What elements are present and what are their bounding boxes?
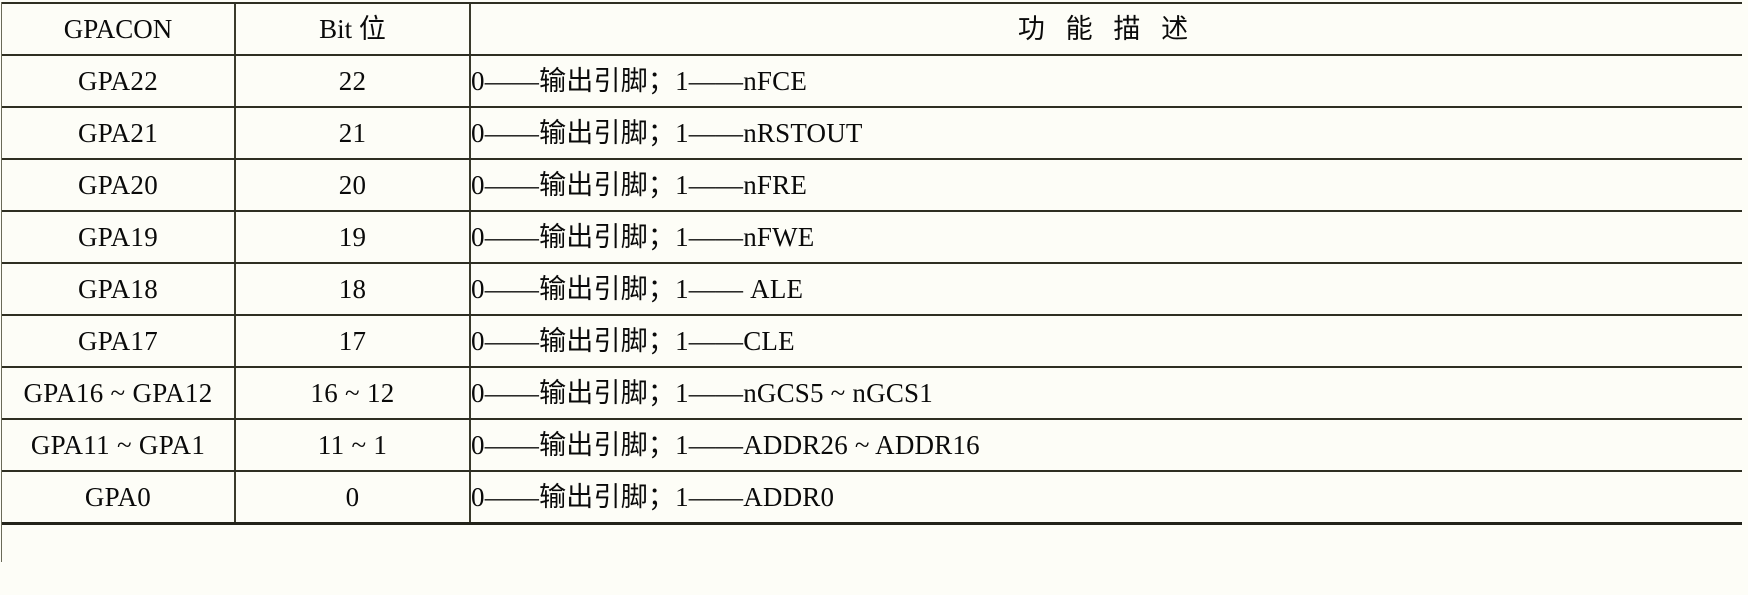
cell-register: GPA22 — [2, 54, 235, 108]
cell-function-description: 0——输出引脚；1——nFRE — [469, 158, 1742, 212]
cell-bit: 11 ~ 1 — [234, 418, 470, 472]
cell-register: GPA18 — [2, 262, 235, 316]
cell-register: GPA11 ~ GPA1 — [2, 418, 235, 472]
cell-bit: 22 — [234, 54, 470, 108]
column-header-function-description: 功 能 描 述 — [469, 2, 1742, 56]
column-header-gpacon: GPACON — [2, 2, 235, 56]
cell-function-description: 0——输出引脚；1——CLE — [469, 314, 1742, 368]
cell-bit: 17 — [234, 314, 470, 368]
cell-function-description: 0——输出引脚；1——ADDR0 — [469, 470, 1742, 525]
cell-bit: 16 ~ 12 — [234, 366, 470, 420]
cell-function-description: 0——输出引脚；1——ADDR26 ~ ADDR16 — [469, 418, 1742, 472]
table-header-row: GPACON Bit 位 功 能 描 述 — [2, 2, 1742, 56]
table-header: GPACON Bit 位 功 能 描 述 — [2, 2, 1742, 56]
cell-bit: 18 — [234, 262, 470, 316]
cell-function-description: 0——输出引脚；1——nFWE — [469, 210, 1742, 264]
cell-function-description: 0——输出引脚；1—— ALE — [469, 262, 1742, 316]
cell-bit: 21 — [234, 106, 470, 160]
cell-function-description: 0——输出引脚；1——nRSTOUT — [469, 106, 1742, 160]
cell-bit: 19 — [234, 210, 470, 264]
cell-bit: 0 — [234, 470, 470, 525]
cell-register: GPA0 — [2, 470, 235, 525]
cell-register: GPA21 — [2, 106, 235, 160]
cell-register: GPA20 — [2, 158, 235, 212]
cell-bit: 20 — [234, 158, 470, 212]
cell-function-description: 0——输出引脚；1——nGCS5 ~ nGCS1 — [469, 366, 1742, 420]
cell-function-description: 0——输出引脚；1——nFCE — [469, 54, 1742, 108]
cell-register: GPA17 — [2, 314, 235, 368]
cell-register: GPA16 ~ GPA12 — [2, 366, 235, 420]
table-left-edge-rule — [1, 2, 2, 562]
column-header-bit: Bit 位 — [234, 2, 470, 56]
cell-register: GPA19 — [2, 210, 235, 264]
